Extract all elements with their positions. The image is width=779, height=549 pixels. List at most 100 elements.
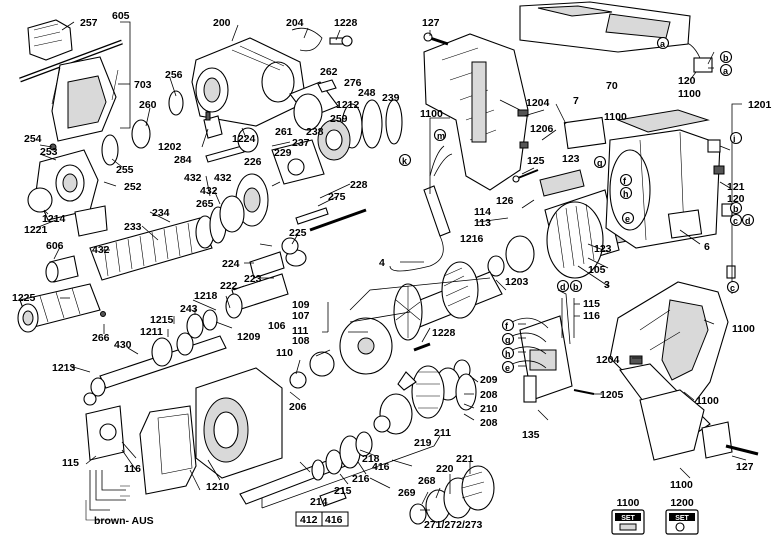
label-125: 125 (527, 155, 545, 167)
label-229: 229 (274, 147, 292, 159)
label-1228-mid: 1228 (432, 327, 456, 339)
label-253: 253 (40, 146, 58, 158)
label-brown-aus: brown- AUS (94, 515, 154, 527)
label-210: 210 (480, 403, 498, 415)
label-265: 265 (196, 198, 214, 210)
label-432-c: 432 (200, 185, 218, 197)
letter-g-2: g (505, 335, 511, 345)
label-252: 252 (124, 181, 142, 193)
letter-b-1: b (723, 53, 729, 63)
label-1209: 1209 (237, 331, 261, 343)
set-kit-1200: SET 1200 (665, 497, 699, 535)
label-221: 221 (456, 453, 474, 465)
label-223: 223 (244, 273, 262, 285)
label-1100-top: 1100 (678, 88, 701, 100)
label-416-bottom: 416 (325, 514, 343, 526)
label-216: 216 (352, 473, 370, 485)
label-262: 262 (320, 66, 338, 78)
letter-d-2: d (560, 282, 566, 292)
letter-c-2: c (730, 283, 735, 293)
letter-b-3: b (573, 282, 579, 292)
label-1211: 1211 (140, 326, 163, 338)
leader-lines (35, 21, 747, 511)
label-126: 126 (496, 195, 514, 207)
label-1205: 1205 (600, 389, 624, 401)
label-123-top: 123 (562, 153, 580, 165)
label-1202: 1202 (158, 141, 182, 153)
letter-b-2: b (733, 204, 739, 214)
label-214: 214 (310, 496, 328, 508)
label-116-mid: 116 (583, 310, 600, 322)
label-239: 239 (382, 92, 400, 104)
label-238: 238 (306, 126, 324, 138)
letter-e-1: e (625, 214, 630, 224)
label-220: 220 (436, 463, 454, 475)
handle-group (609, 281, 759, 461)
label-107: 107 (292, 310, 310, 322)
label-254: 254 (24, 133, 42, 145)
label-108: 108 (292, 335, 310, 347)
label-1204-bottom: 1204 (596, 354, 620, 366)
label-1203: 1203 (505, 276, 529, 288)
label-261: 261 (275, 126, 293, 138)
label-120-top: 120 (678, 75, 696, 87)
letter-g-1: g (597, 158, 603, 168)
label-208-a: 208 (480, 389, 498, 401)
label-120-right: 120 (727, 193, 745, 205)
label-1224: 1224 (232, 133, 256, 145)
label-225: 225 (289, 227, 307, 239)
label-275: 275 (328, 191, 346, 203)
set-number-1100: 1100 (617, 497, 640, 509)
label-106: 106 (268, 320, 286, 332)
label-412: 412 (300, 514, 318, 526)
switch-gear-group (85, 289, 595, 525)
label-7: 7 (573, 95, 579, 107)
label-1210: 1210 (206, 481, 230, 493)
label-243: 243 (180, 303, 198, 315)
letter-m: m (437, 131, 445, 141)
label-703: 703 (134, 79, 152, 91)
label-1204-top: 1204 (526, 97, 550, 109)
label-110: 110 (276, 347, 293, 359)
label-1213: 1213 (52, 362, 76, 374)
label-70: 70 (606, 80, 618, 92)
letter-d-1: d (745, 216, 751, 226)
motor-housing-group (289, 1, 736, 389)
label-109: 109 (292, 299, 310, 311)
letter-f-1: f (623, 176, 627, 186)
label-111: 111 (292, 325, 309, 337)
letter-k: k (402, 156, 408, 166)
set-kit-1100: SET 1100 (611, 497, 645, 535)
label-224: 224 (222, 258, 240, 270)
label-3: 3 (604, 279, 610, 291)
label-430: 430 (114, 339, 132, 351)
label-200: 200 (213, 17, 231, 29)
label-123-bottom: 123 (594, 243, 612, 255)
label-116-left: 116 (124, 463, 141, 475)
label-276: 276 (344, 77, 362, 89)
part-labels: 257 605 703 200 204 1228 127 70 a b a 12… (12, 10, 772, 531)
set-number-1200: 1200 (670, 497, 694, 509)
label-1100-handle-b: 1100 (696, 395, 719, 407)
label-260: 260 (139, 99, 157, 111)
label-115-mid: 115 (583, 298, 600, 310)
label-105: 105 (588, 264, 606, 276)
label-113: 113 (474, 217, 491, 229)
label-1201: 1201 (748, 99, 772, 111)
label-208-b: 208 (480, 417, 498, 429)
label-237: 237 (292, 137, 310, 149)
label-206: 206 (289, 401, 307, 413)
letter-i: i (733, 134, 736, 144)
label-1225: 1225 (12, 292, 36, 304)
label-215: 215 (334, 485, 352, 497)
label-266: 266 (92, 332, 110, 344)
label-432-a: 432 (184, 172, 202, 184)
label-248: 248 (358, 87, 376, 99)
label-256: 256 (165, 69, 183, 81)
label-432-d: 432 (92, 244, 110, 256)
label-259: 259 (330, 113, 348, 125)
label-228: 228 (350, 179, 368, 191)
label-284: 284 (174, 154, 192, 166)
label-1212: 1212 (336, 99, 360, 111)
